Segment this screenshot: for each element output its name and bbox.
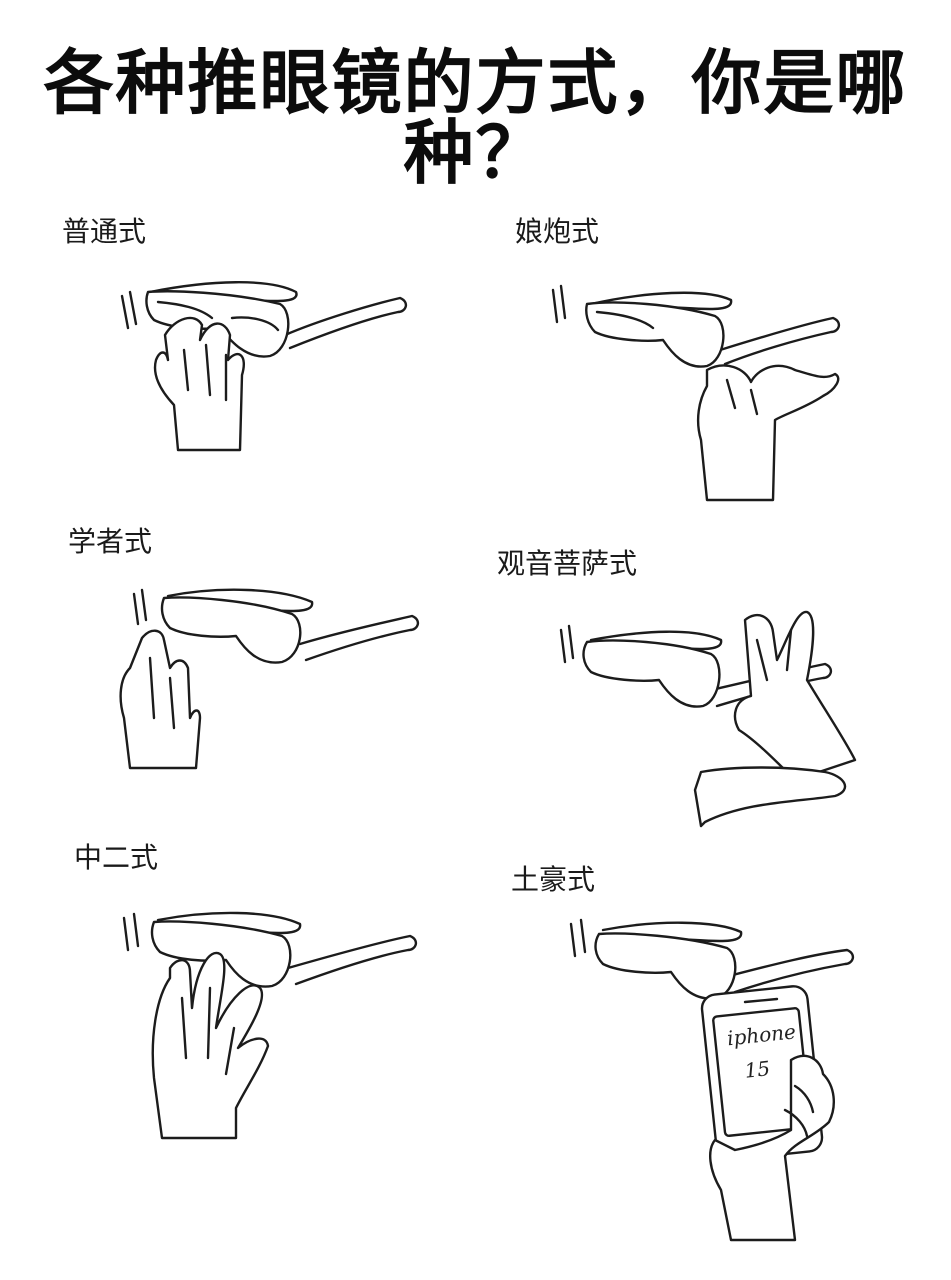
panel-guanyin: 观音菩萨式 <box>495 540 935 850</box>
panel-tuhao: 土豪式 iphone 15 <box>495 860 935 1242</box>
panel-chuunibyou: 中二式 <box>50 838 490 1148</box>
panel-scholar: 学者式 <box>50 518 490 828</box>
phone-model: 15 <box>743 1056 771 1083</box>
panel-label: 娘炮式 <box>515 215 600 248</box>
panel-normal: 普通式 <box>50 200 490 510</box>
glasses-push-illustration <box>120 281 408 452</box>
panel-label: 普通式 <box>62 215 147 248</box>
panel-label: 土豪式 <box>511 863 596 896</box>
glasses-push-illustration <box>119 588 420 770</box>
page-title: 各种推眼镜的方式，你是哪种？ <box>43 42 908 194</box>
panel-sissy: 娘炮式 <box>495 200 935 510</box>
panel-label: 学者式 <box>68 525 153 558</box>
panel-label: 中二式 <box>74 841 159 874</box>
glasses-push-illustration <box>551 284 841 502</box>
glasses-push-illustration: iphone 15 <box>569 918 855 1242</box>
panel-label: 观音菩萨式 <box>497 547 638 580</box>
glasses-push-illustration <box>122 911 418 1140</box>
glasses-push-illustration <box>559 610 857 828</box>
